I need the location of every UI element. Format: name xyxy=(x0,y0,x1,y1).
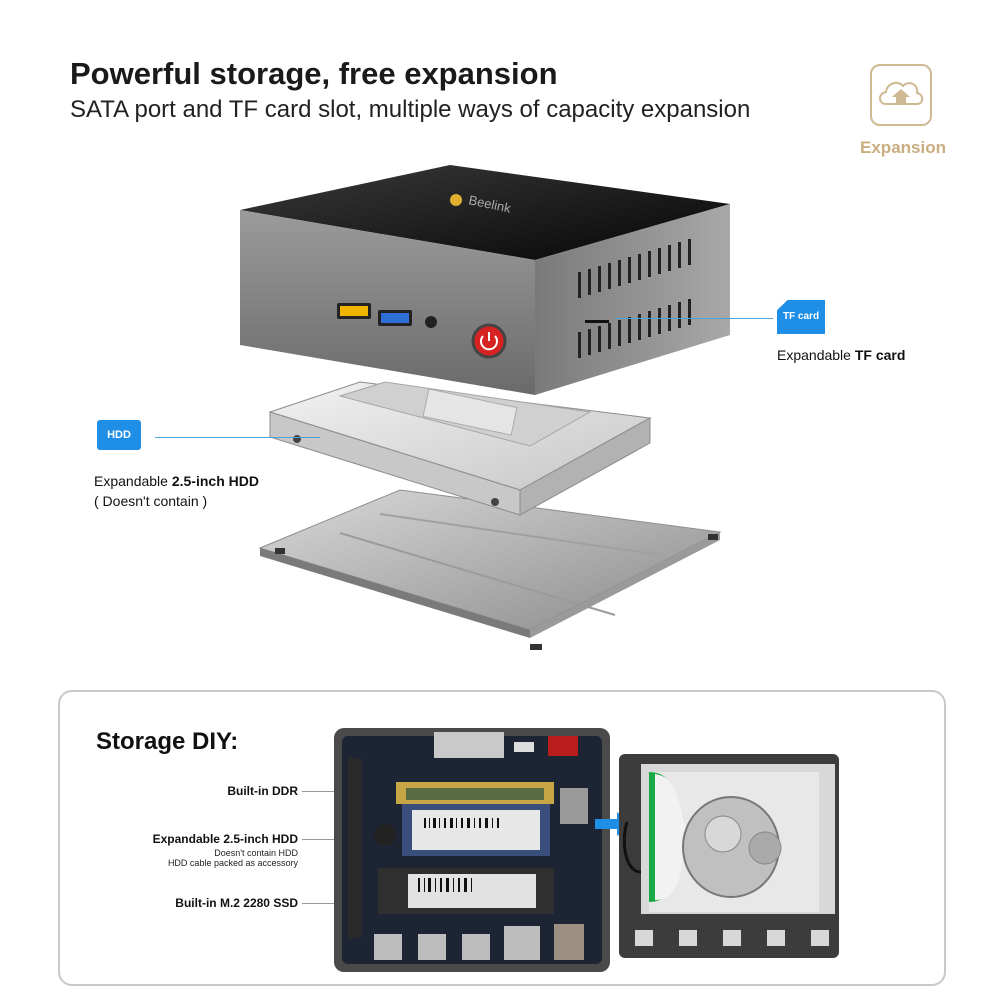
label-m2-ssd: Built-in M.2 2280 SSD xyxy=(175,896,298,910)
label-expandable-hdd: Expandable 2.5-inch HDD xyxy=(152,832,298,846)
page-title: Powerful storage, free expansion xyxy=(70,56,558,91)
label-hdd-note-1: Doesn't contain HDD xyxy=(214,848,298,858)
expansion-badge xyxy=(870,64,932,126)
mini-pc-body: Beelink xyxy=(240,165,730,395)
hdd-callout-line xyxy=(155,437,320,438)
mini-pc-illustration: Beelink xyxy=(240,165,730,650)
label-built-in-ddr: Built-in DDR xyxy=(227,784,298,798)
tf-card-slot xyxy=(585,320,609,323)
audio-jack xyxy=(425,316,437,328)
page-subtitle: SATA port and TF card slot, multiple way… xyxy=(70,96,751,123)
tf-card-icon: TF card xyxy=(777,300,825,334)
motherboard-photo xyxy=(334,728,610,972)
tf-card-caption: Expandable TF card xyxy=(777,347,906,363)
hdd-bay-photo xyxy=(619,754,839,958)
base-plate xyxy=(258,489,722,650)
cloud-upload-icon xyxy=(879,81,924,105)
label-hdd-note-2: HDD cable packed as accessory xyxy=(167,858,298,868)
hdd-caption-note: ( Doesn't contain ) xyxy=(94,493,208,509)
hdd-caption: Expandable 2.5-inch HDD xyxy=(94,473,259,489)
tf-callout-line xyxy=(615,318,773,319)
storage-diy-title: Storage DIY: xyxy=(96,728,239,755)
hdd-drive xyxy=(268,381,652,516)
hdd-icon: HDD xyxy=(97,420,141,450)
expansion-label: Expansion xyxy=(860,138,946,157)
